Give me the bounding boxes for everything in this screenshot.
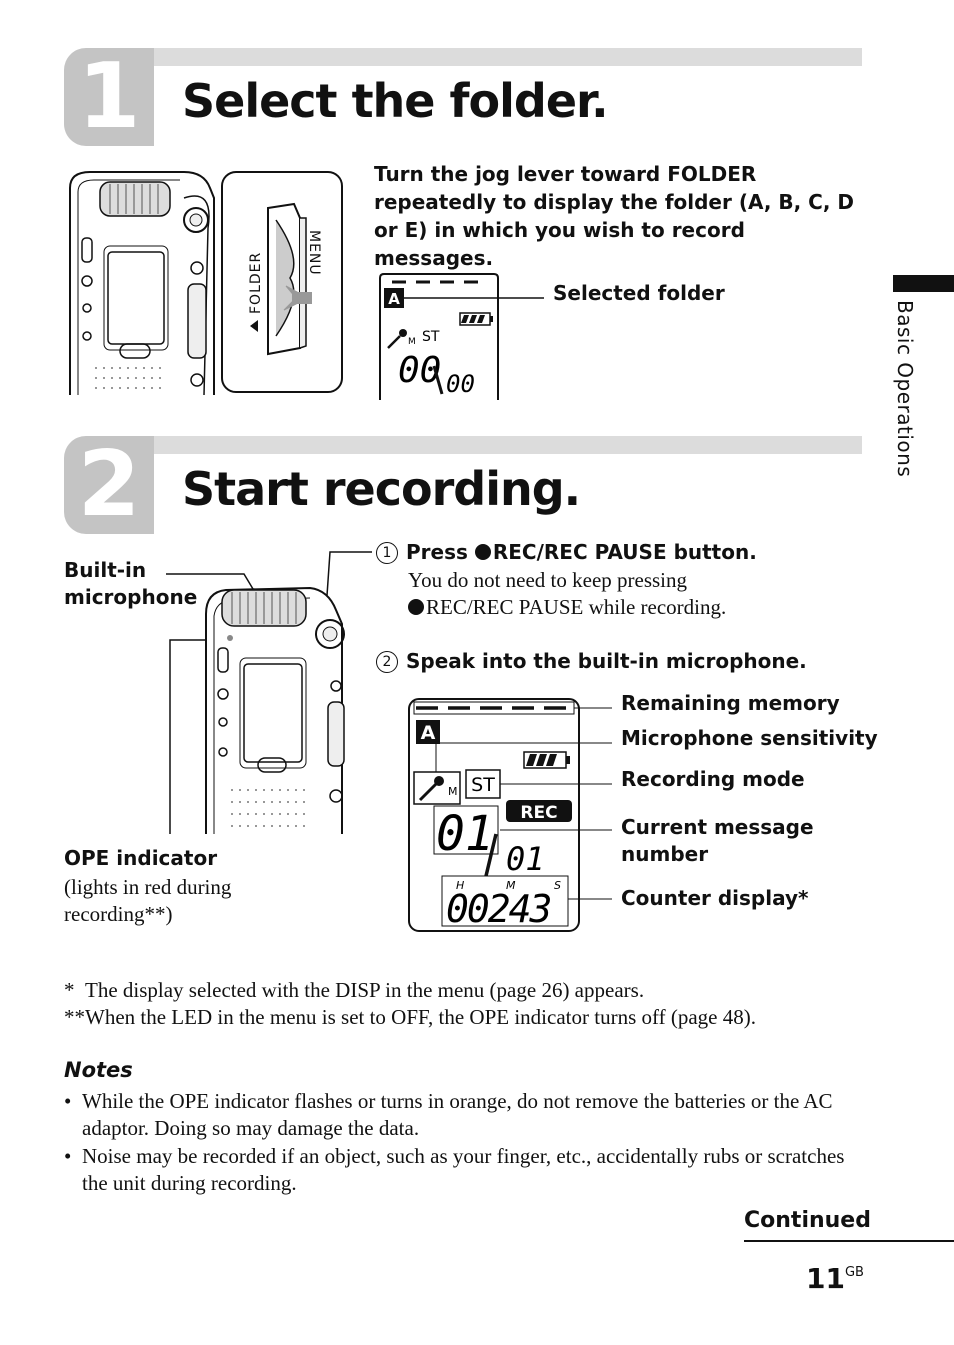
step2-display-folder: A: [421, 722, 436, 744]
substep1-body-line2: REC/REC PAUSE while recording.: [408, 594, 726, 621]
notes-item: • While the OPE indicator flashes or tur…: [64, 1088, 864, 1142]
notes-list: • While the OPE indicator flashes or tur…: [64, 1088, 864, 1197]
substep1-heading: 1 Press REC/REC PAUSE button.: [376, 538, 757, 566]
footnote-1-mark: *: [64, 978, 75, 1002]
step1-title: Select the folder.: [182, 74, 609, 128]
ope-indicator-note: (lights in red during recording**): [64, 875, 232, 926]
step1-lcd-display: A M ST 00 00: [379, 273, 544, 400]
step2-display-current: 01: [436, 806, 494, 862]
substep2-heading: 2 Speak into the built-in microphone.: [376, 647, 807, 675]
step2-display-mic-sub: M: [448, 785, 458, 798]
substep1-title: REC/REC PAUSE button.: [492, 540, 757, 564]
step1-display-folder: A: [388, 290, 400, 308]
notes-item: • Noise may be recorded if an object, su…: [64, 1143, 864, 1197]
substep1-body-line1: You do not need to keep pressing: [408, 568, 688, 592]
section-tab-marker: [893, 275, 954, 292]
callout-mic-sensitivity: Microphone sensitivity: [621, 726, 878, 750]
page-number-value: 11: [806, 1262, 845, 1295]
step1-device-illustration: FOLDER MENU: [69, 171, 343, 396]
callout-remaining-memory: Remaining memory: [621, 691, 840, 715]
step2-display-rec: REC: [520, 803, 557, 823]
callout-recording-mode: Recording mode: [621, 767, 805, 791]
notes-heading: Notes: [64, 1058, 133, 1082]
notes-item-text: While the OPE indicator flashes or turns…: [82, 1089, 833, 1140]
step1-display-mic-sub: M: [408, 337, 416, 347]
step2-display-m: M: [506, 879, 516, 892]
continued-rule: [744, 1240, 954, 1242]
bullet-icon: •: [64, 1089, 72, 1113]
step1-instruction: Turn the jog lever toward FOLDER repeate…: [374, 162, 855, 270]
bullet-icon: •: [64, 1144, 72, 1168]
substep2-title: Speak into the built-in microphone.: [406, 649, 807, 673]
step2-display-s: S: [554, 879, 561, 892]
selected-folder-callout: Selected folder: [553, 281, 725, 305]
step1-display-total: 00: [446, 370, 475, 398]
footnote-2: **When the LED in the menu is set to OFF…: [64, 1005, 756, 1029]
notes-item-text: Noise may be recorded if an object, such…: [82, 1144, 845, 1195]
step2-display-h: H: [456, 879, 464, 892]
continued-label: Continued: [744, 1208, 871, 1233]
step2-display-total: 01: [506, 840, 545, 878]
step2-number: 2: [64, 436, 154, 534]
ope-indicator-label: OPE indicator: [64, 846, 218, 870]
callout-current-message-number: Current message number: [621, 815, 814, 866]
rec-dot-icon: [474, 544, 491, 560]
step2-header-bar: [110, 436, 862, 454]
step1-header-bar: [110, 48, 862, 66]
lever-label-menu: MENU: [306, 230, 322, 276]
page-number-suffix: GB: [844, 1265, 864, 1280]
substep1-prefix: Press: [406, 540, 475, 564]
lever-label-folder: FOLDER: [248, 252, 264, 314]
substep2-number: 2: [376, 651, 398, 673]
builtin-mic-label: Built-in microphone: [64, 558, 198, 609]
rec-dot-icon: [408, 599, 424, 615]
footnote-1: * The display selected with the DISP in …: [64, 977, 644, 1004]
step2-title: Start recording.: [182, 462, 581, 516]
page-number: 11GB: [806, 1262, 864, 1295]
substep1-number: 1: [376, 542, 398, 564]
step2-display-mode: ST: [471, 774, 495, 796]
section-label: Basic Operations: [893, 300, 917, 478]
step1-display-mode: ST: [422, 329, 440, 345]
step1-number: 1: [64, 48, 154, 146]
step2-display-counter: 00243: [446, 887, 551, 931]
step2-lcd-display: A M ST REC 01 01 H M S 00243: [408, 698, 612, 932]
step2-device-illustration: [166, 551, 372, 834]
substep1-body-line2-text: REC/REC PAUSE while recording.: [426, 595, 727, 619]
footnote-1-text: The display selected with the DISP in th…: [85, 978, 645, 1002]
callout-counter-display: Counter display*: [621, 886, 809, 910]
